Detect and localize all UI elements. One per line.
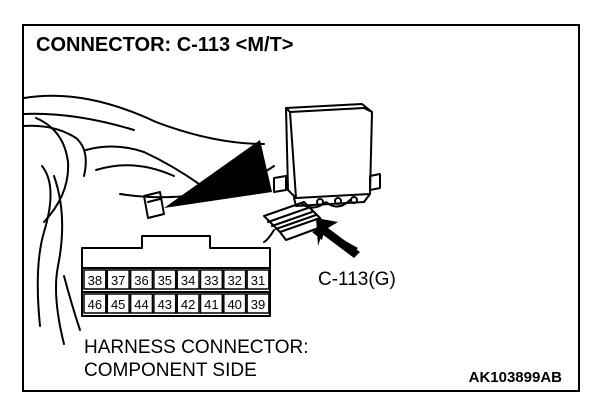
pin-cell <box>199 269 224 290</box>
detail-pointer-wedge <box>164 140 272 208</box>
pin-cell <box>199 293 224 314</box>
pin-number: 46 <box>88 297 102 312</box>
pin-number: 44 <box>134 297 148 312</box>
connector-caption: HARNESS CONNECTOR: COMPONENT SIDE <box>84 336 309 382</box>
figure-code: AK103899AB <box>468 369 562 386</box>
dashboard-illustration: 38 37 36 35 34 33 32 31 46 45 44 43 42 41 40 39 <box>24 94 381 345</box>
diagram-frame: CONNECTOR: C-113 <M/T> <box>22 24 580 392</box>
pin-cell <box>176 269 200 290</box>
pin-cell <box>83 269 107 290</box>
pin-number: 37 <box>111 273 125 288</box>
caption-line-1: HARNESS CONNECTOR: <box>84 337 309 358</box>
pin-number: 32 <box>227 273 241 288</box>
pin-cell <box>129 293 154 314</box>
pin-cell <box>246 269 270 290</box>
pin-number: 33 <box>204 273 218 288</box>
pin-number: 36 <box>134 273 148 288</box>
pin-number: 31 <box>251 273 265 288</box>
dashboard-connector-mark <box>143 191 165 219</box>
pin-cell <box>106 293 130 314</box>
pin-cell <box>246 293 270 314</box>
control-unit-module <box>273 103 381 209</box>
pin-number: 35 <box>158 273 172 288</box>
caption-line-2: COMPONENT SIDE <box>84 360 257 381</box>
pin-number: 39 <box>251 297 265 312</box>
pin-grid: 38 37 36 35 34 33 32 31 46 45 44 43 42 41 40 39 <box>83 269 270 314</box>
pin-cell <box>223 269 247 290</box>
pin-number: 40 <box>227 297 241 312</box>
pin-number: 45 <box>111 297 125 312</box>
connector-face-drawing <box>81 235 271 317</box>
pin-cell <box>223 293 247 314</box>
pin-number: 42 <box>181 297 195 312</box>
connector-callout: C-113(G) <box>318 269 396 290</box>
pin-number: 41 <box>204 297 218 312</box>
pin-number: 38 <box>88 273 102 288</box>
pin-cell <box>153 269 177 290</box>
pin-cell <box>106 269 130 290</box>
pin-cell <box>153 293 177 314</box>
pin-cell <box>83 293 107 314</box>
diagram-title: CONNECTOR: C-113 <M/T> <box>36 34 294 56</box>
pin-cell <box>176 293 200 314</box>
pin-number: 43 <box>158 297 172 312</box>
pin-cell <box>129 269 154 290</box>
pin-number: 34 <box>181 273 195 288</box>
